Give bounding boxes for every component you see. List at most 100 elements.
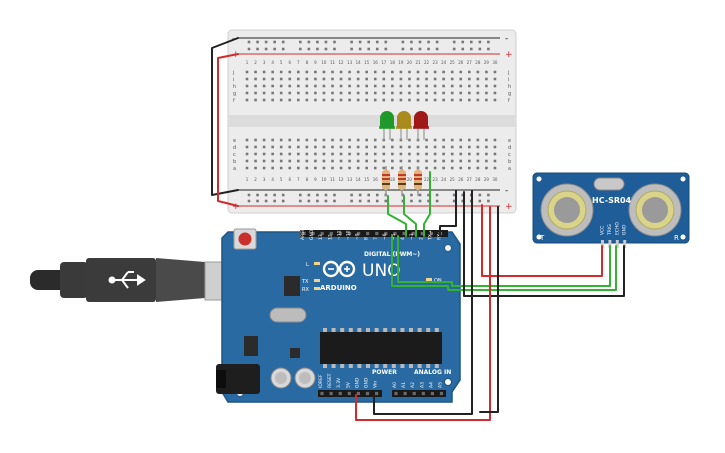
breadboard-hole[interactable] bbox=[339, 91, 343, 95]
breadboard-hole[interactable] bbox=[365, 166, 368, 170]
breadboard-hole[interactable] bbox=[297, 70, 300, 74]
breadboard-hole[interactable] bbox=[314, 145, 317, 149]
breadboard-hole[interactable] bbox=[279, 159, 283, 163]
breadboard-hole[interactable] bbox=[365, 70, 368, 74]
breadboard-hole[interactable] bbox=[476, 145, 480, 149]
breadboard-hole[interactable] bbox=[391, 84, 394, 88]
breadboard-hole[interactable] bbox=[305, 91, 309, 95]
rail-hole[interactable] bbox=[264, 199, 268, 203]
breadboard-hole[interactable] bbox=[399, 152, 403, 156]
rail-hole[interactable] bbox=[247, 47, 251, 51]
sensor-pin[interactable] bbox=[608, 240, 612, 248]
rail-hole[interactable] bbox=[273, 199, 276, 203]
rail-hole[interactable] bbox=[367, 40, 370, 44]
breadboard-hole[interactable] bbox=[288, 70, 292, 74]
breadboard-hole[interactable] bbox=[322, 138, 326, 142]
breadboard-hole[interactable] bbox=[297, 152, 300, 156]
breadboard-hole[interactable] bbox=[459, 91, 463, 95]
breadboard-hole[interactable] bbox=[493, 91, 497, 95]
rail-hole[interactable] bbox=[410, 199, 413, 203]
breadboard-hole[interactable] bbox=[331, 91, 334, 95]
breadboard-hole[interactable] bbox=[373, 145, 377, 149]
breadboard-hole[interactable] bbox=[314, 159, 317, 163]
rail-hole[interactable] bbox=[401, 40, 405, 44]
rail-hole[interactable] bbox=[350, 199, 353, 203]
breadboard-hole[interactable] bbox=[288, 145, 292, 149]
breadboard-hole[interactable] bbox=[408, 138, 411, 142]
breadboard-hole[interactable] bbox=[254, 84, 257, 88]
rail-hole[interactable] bbox=[487, 199, 490, 203]
breadboard-hole[interactable] bbox=[391, 91, 394, 95]
breadboard-hole[interactable] bbox=[425, 145, 428, 149]
breadboard-hole[interactable] bbox=[348, 70, 351, 74]
header-pin[interactable] bbox=[347, 391, 351, 396]
header-pin[interactable] bbox=[439, 391, 444, 396]
breadboard-hole[interactable] bbox=[348, 84, 351, 88]
breadboard-hole[interactable] bbox=[339, 70, 343, 74]
rail-hole[interactable] bbox=[435, 193, 439, 197]
breadboard-hole[interactable] bbox=[262, 145, 266, 149]
breadboard-hole[interactable] bbox=[382, 159, 386, 163]
breadboard-hole[interactable] bbox=[485, 138, 488, 142]
rail-hole[interactable] bbox=[487, 40, 490, 44]
breadboard-hole[interactable] bbox=[442, 77, 445, 81]
breadboard-hole[interactable] bbox=[493, 138, 497, 142]
rail-hole[interactable] bbox=[401, 47, 405, 51]
rail-hole[interactable] bbox=[384, 40, 388, 44]
breadboard-hole[interactable] bbox=[459, 98, 463, 102]
breadboard-hole[interactable] bbox=[485, 91, 488, 95]
rail-hole[interactable] bbox=[375, 40, 379, 44]
breadboard-hole[interactable] bbox=[425, 166, 428, 170]
breadboard-hole[interactable] bbox=[399, 84, 403, 88]
breadboard-hole[interactable] bbox=[356, 84, 360, 88]
breadboard-hole[interactable] bbox=[433, 138, 437, 142]
breadboard-hole[interactable] bbox=[348, 138, 351, 142]
breadboard-hole[interactable] bbox=[305, 152, 309, 156]
rail-hole[interactable] bbox=[487, 193, 490, 197]
rail-hole[interactable] bbox=[307, 199, 311, 203]
breadboard-hole[interactable] bbox=[271, 166, 274, 170]
rail-hole[interactable] bbox=[316, 193, 319, 197]
rail-hole[interactable] bbox=[307, 40, 311, 44]
breadboard-hole[interactable] bbox=[382, 98, 386, 102]
rail-hole[interactable] bbox=[427, 193, 430, 197]
breadboard-hole[interactable] bbox=[468, 84, 471, 88]
breadboard-hole[interactable] bbox=[339, 145, 343, 149]
breadboard-hole[interactable] bbox=[433, 159, 437, 163]
rail-hole[interactable] bbox=[316, 40, 319, 44]
breadboard-hole[interactable] bbox=[254, 77, 257, 81]
breadboard-hole[interactable] bbox=[485, 152, 488, 156]
breadboard-hole[interactable] bbox=[468, 98, 471, 102]
breadboard-hole[interactable] bbox=[468, 159, 471, 163]
rail-hole[interactable] bbox=[427, 40, 430, 44]
breadboard-hole[interactable] bbox=[391, 77, 394, 81]
breadboard-hole[interactable] bbox=[416, 98, 420, 102]
rail-hole[interactable] bbox=[247, 199, 251, 203]
rail-hole[interactable] bbox=[461, 199, 465, 203]
breadboard-hole[interactable] bbox=[450, 91, 454, 95]
rail-hole[interactable] bbox=[358, 47, 362, 51]
rail-hole[interactable] bbox=[452, 40, 456, 44]
breadboard-hole[interactable] bbox=[425, 84, 428, 88]
rail-hole[interactable] bbox=[273, 40, 276, 44]
rail-hole[interactable] bbox=[418, 193, 422, 197]
breadboard-hole[interactable] bbox=[279, 98, 283, 102]
breadboard-hole[interactable] bbox=[382, 84, 386, 88]
breadboard-hole[interactable] bbox=[348, 159, 351, 163]
breadboard-hole[interactable] bbox=[433, 70, 437, 74]
breadboard-hole[interactable] bbox=[416, 91, 420, 95]
header-pin[interactable] bbox=[320, 231, 324, 236]
rail-hole[interactable] bbox=[333, 193, 336, 197]
breadboard-hole[interactable] bbox=[271, 145, 274, 149]
breadboard-hole[interactable] bbox=[288, 138, 292, 142]
header-pin[interactable] bbox=[402, 231, 406, 236]
breadboard-hole[interactable] bbox=[433, 98, 437, 102]
rail-hole[interactable] bbox=[461, 193, 465, 197]
breadboard-hole[interactable] bbox=[442, 159, 445, 163]
rail-hole[interactable] bbox=[307, 47, 311, 51]
breadboard-hole[interactable] bbox=[459, 159, 463, 163]
breadboard-hole[interactable] bbox=[476, 159, 480, 163]
breadboard-hole[interactable] bbox=[254, 152, 257, 156]
breadboard-hole[interactable] bbox=[468, 145, 471, 149]
breadboard-hole[interactable] bbox=[331, 98, 334, 102]
